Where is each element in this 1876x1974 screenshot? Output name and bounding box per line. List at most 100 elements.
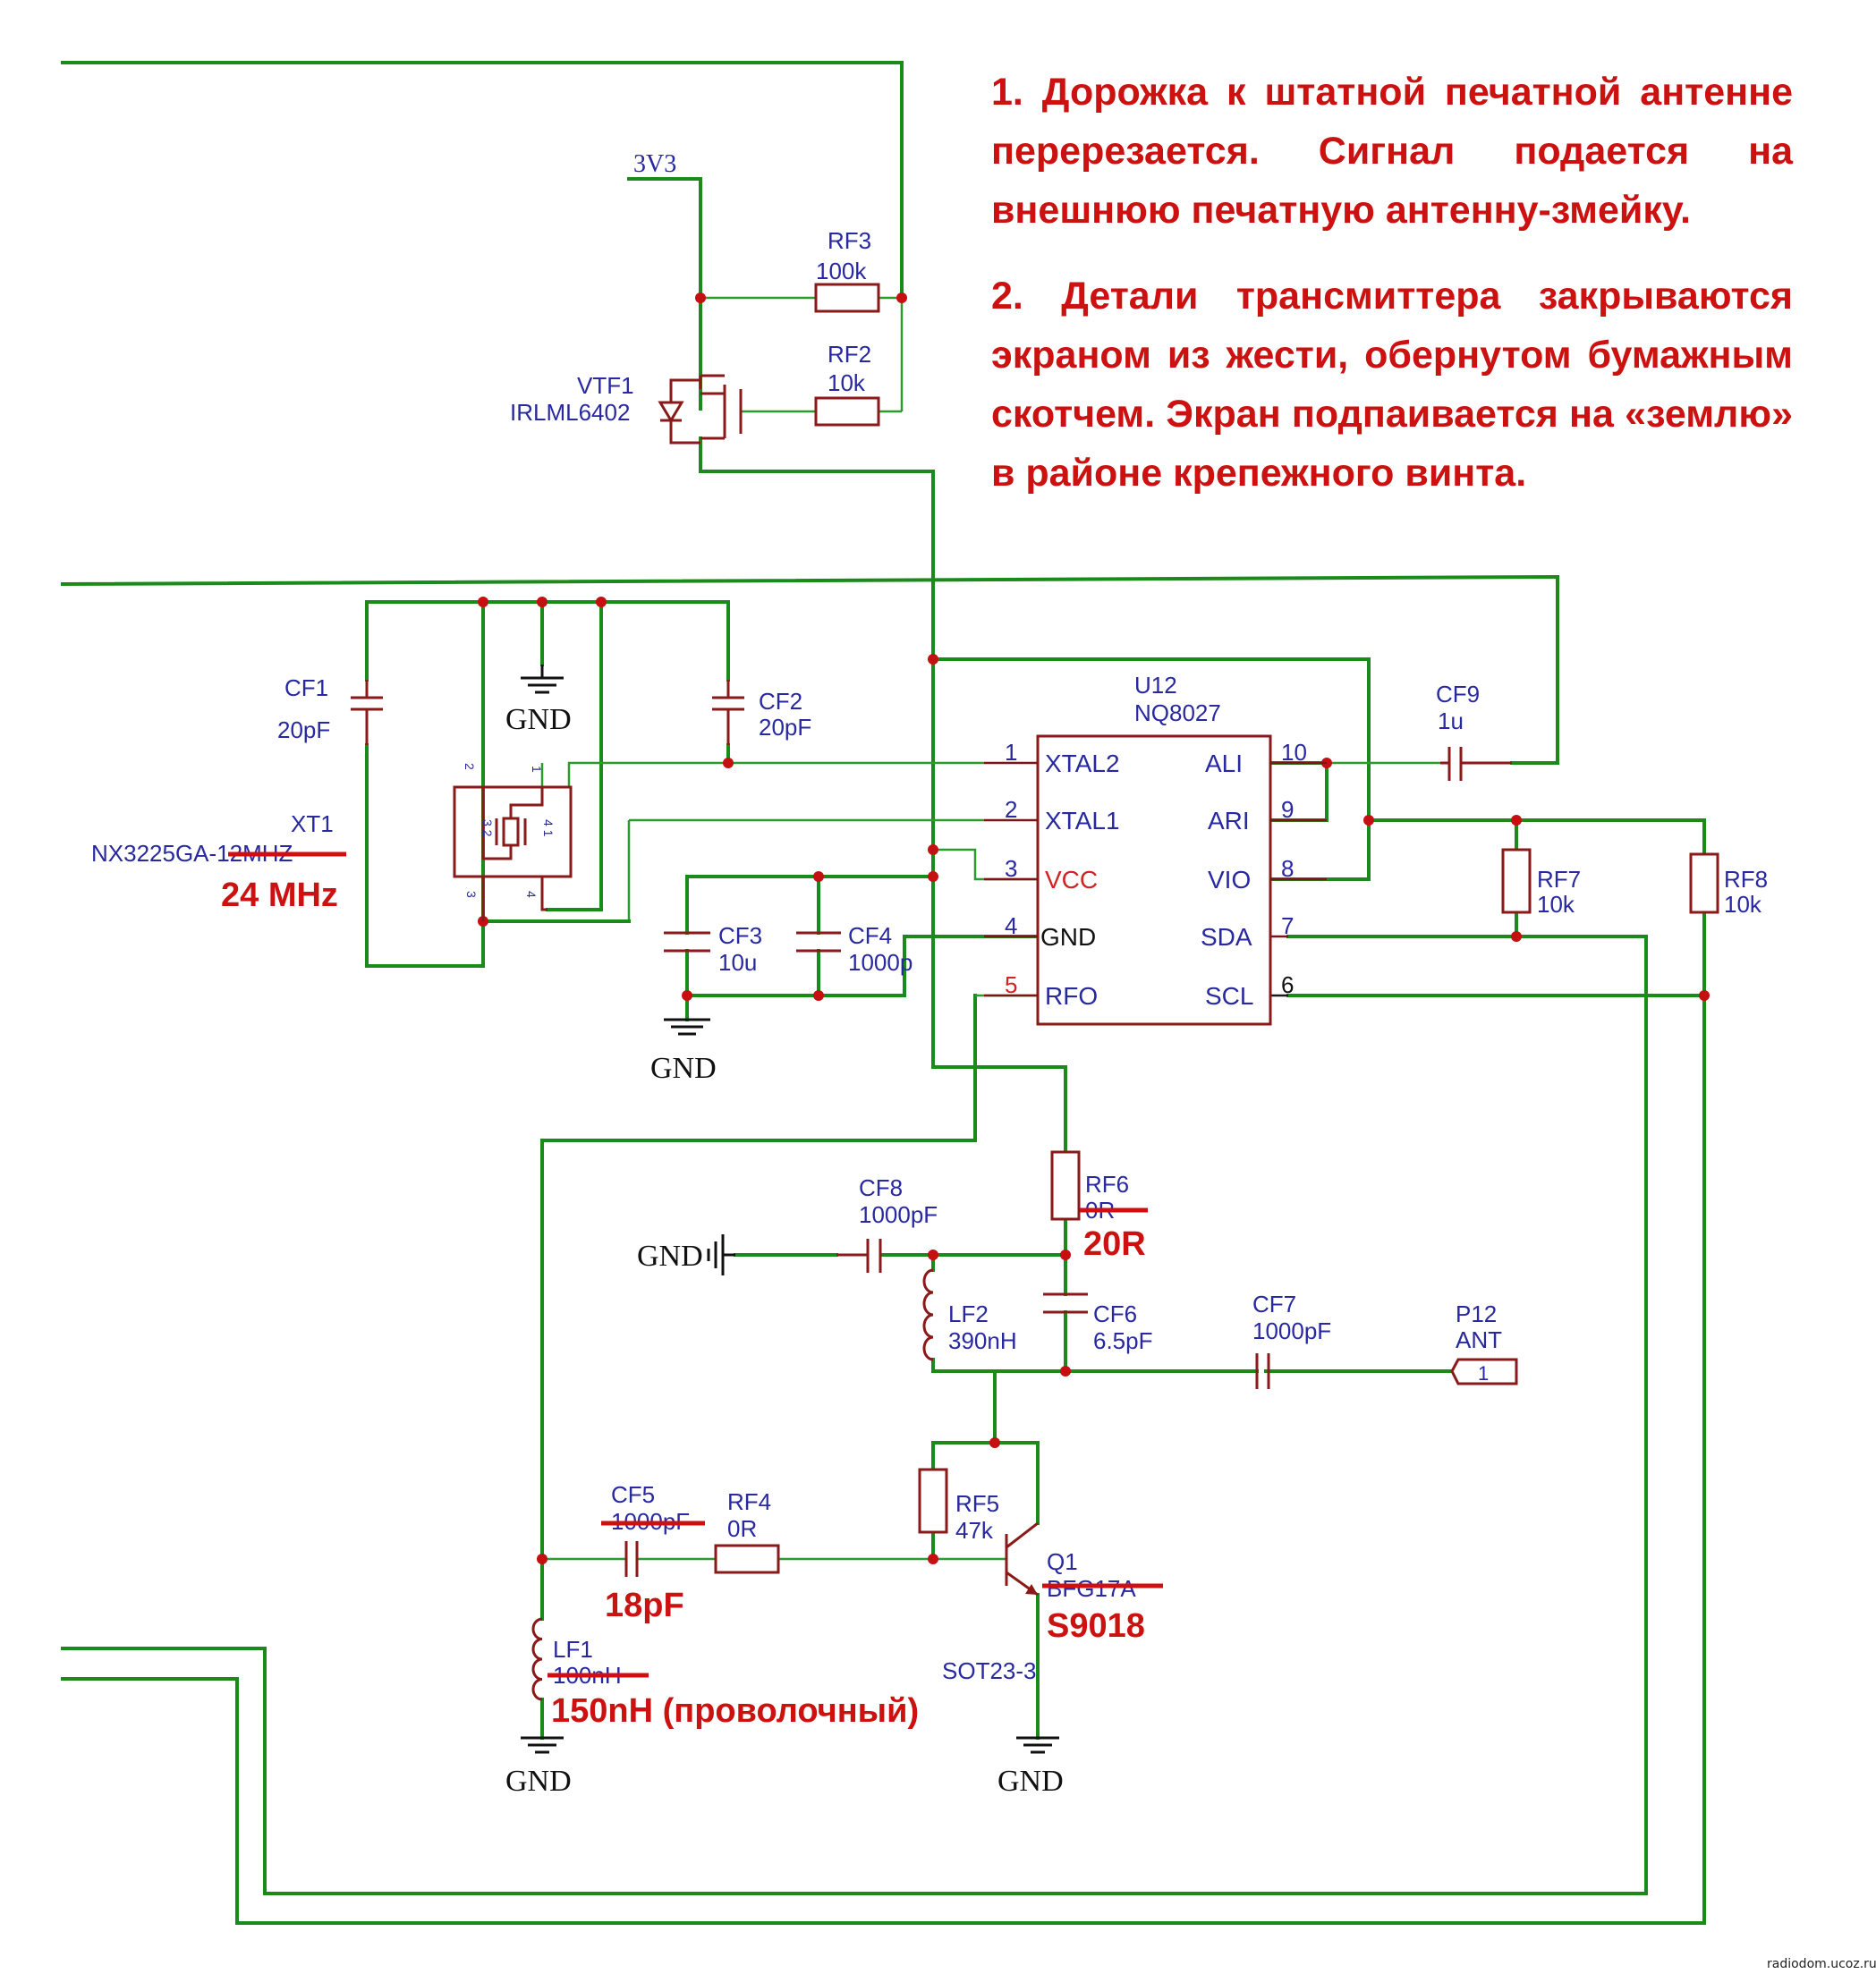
ic-pin-3-name: VCC bbox=[1045, 866, 1098, 894]
cf7-value: 1000pF bbox=[1252, 1317, 1331, 1344]
cf4-ref: CF4 bbox=[848, 922, 892, 949]
xt1-pin-d: 4 1 bbox=[541, 819, 556, 837]
lf2-value: 390nH bbox=[948, 1327, 1017, 1354]
q1-value-struck: BFG17A bbox=[1047, 1575, 1136, 1602]
cf5-ref: CF5 bbox=[611, 1481, 655, 1508]
ic-pin-5-num: 5 bbox=[1005, 971, 1017, 998]
cf9-ref: CF9 bbox=[1436, 681, 1480, 707]
resistor-rf4: RF4 0R bbox=[714, 1488, 780, 1574]
gnd-symbol-q1: GND bbox=[997, 1736, 1064, 1798]
cf9-value: 1u bbox=[1438, 707, 1464, 734]
capacitor-cf3: CF3 10u bbox=[664, 922, 762, 976]
gnd-symbol-xtal: GND bbox=[505, 665, 572, 736]
wires bbox=[60, 61, 1706, 1925]
watermark: radiodom.ucoz.ru bbox=[1767, 1957, 1876, 1971]
xt1-pin-a: 2 bbox=[463, 763, 477, 770]
ic-pin-2-num: 2 bbox=[1005, 796, 1017, 823]
p12-ref: P12 bbox=[1456, 1300, 1497, 1327]
ic-pin-6-num: 6 bbox=[1281, 971, 1294, 998]
ic-pin-10-name: ALI bbox=[1205, 750, 1243, 777]
gnd-label-lf1: GND bbox=[505, 1765, 572, 1798]
inductor-lf1: LF1 100nH 150nH (проволочный) bbox=[531, 1617, 919, 1730]
rf7-value: 10k bbox=[1537, 891, 1575, 918]
xt1-pin-b: 1 bbox=[530, 766, 544, 773]
rf4-ref: RF4 bbox=[727, 1488, 771, 1515]
inductor-lf2: LF2 390nH bbox=[922, 1268, 1017, 1361]
cf6-value: 6.5pF bbox=[1093, 1327, 1153, 1354]
cf1-ref: CF1 bbox=[284, 674, 328, 701]
crystal-xt1: 2 1 3 2 4 1 3 4 XT1 NX3225GA-12MHZ 24 MH… bbox=[91, 763, 573, 921]
note-1: 1. Дорожка к штатной печатной антенне пе… bbox=[991, 71, 1793, 232]
ic-pin-8-num: 8 bbox=[1281, 855, 1294, 882]
xt1-pin-c: 3 2 bbox=[480, 819, 495, 837]
ic-pin-3-num: 3 bbox=[1005, 855, 1017, 882]
capacitor-cf4: CF4 1000p bbox=[796, 922, 913, 976]
cf8-ref: CF8 bbox=[859, 1174, 903, 1201]
annotation-notes: 1. Дорожка к штатной печатной антенне пе… bbox=[991, 63, 1793, 530]
ic-pin-4-name: GND bbox=[1040, 923, 1096, 951]
gnd-symbol-lf1: GND bbox=[505, 1736, 572, 1798]
ic-pin-9-name: ARI bbox=[1208, 807, 1250, 835]
capacitor-cf8: CF8 1000pF bbox=[836, 1174, 938, 1273]
rf8-value: 10k bbox=[1724, 891, 1762, 918]
resistor-rf7: RF7 10k bbox=[1501, 848, 1581, 918]
gnd-symbol-cf8: GND bbox=[637, 1234, 735, 1275]
rf7-ref: RF7 bbox=[1537, 866, 1581, 893]
lf2-ref: LF2 bbox=[948, 1300, 989, 1327]
ic-pin-8-name: VIO bbox=[1208, 866, 1251, 894]
resistor-rf8: RF8 10k bbox=[1689, 852, 1768, 918]
rf3-ref: RF3 bbox=[828, 227, 871, 254]
ic-pin-5-name: RFO bbox=[1045, 982, 1098, 1010]
lf1-ref: LF1 bbox=[553, 1636, 593, 1663]
rf6-ref: RF6 bbox=[1085, 1171, 1129, 1198]
cf7-ref: CF7 bbox=[1252, 1291, 1296, 1317]
transistor-q1: Q1 BFG17A S9018 SOT23-3 bbox=[942, 1521, 1163, 1684]
rf5-ref: RF5 bbox=[955, 1490, 999, 1517]
lf1-replacement: 150nH (проволочный) bbox=[551, 1692, 919, 1730]
capacitor-cf9: CF9 1u bbox=[1436, 681, 1512, 781]
ic-pin-4-num: 4 bbox=[1005, 912, 1017, 939]
gnd-symbol-cf3: GND bbox=[650, 1018, 717, 1085]
rf3-value: 100k bbox=[816, 258, 867, 284]
rf6-replacement: 20R bbox=[1083, 1225, 1146, 1263]
cf4-value: 1000p bbox=[848, 949, 913, 976]
note-2: 2. Детали трансмиттера закрываются экран… bbox=[991, 275, 1793, 495]
xt1-pin-e: 3 bbox=[464, 891, 479, 898]
capacitor-cf2: CF2 20pF bbox=[712, 680, 811, 745]
rf4-value: 0R bbox=[727, 1515, 757, 1542]
resistor-rf5: RF5 47k bbox=[918, 1468, 999, 1544]
cf3-ref: CF3 bbox=[718, 922, 762, 949]
rf5-value: 47k bbox=[955, 1517, 994, 1544]
ic-pin-2-name: XTAL1 bbox=[1045, 807, 1120, 835]
cf3-value: 10u bbox=[718, 949, 757, 976]
vtf1-ref: VTF1 bbox=[577, 372, 634, 399]
q1-ref: Q1 bbox=[1047, 1548, 1078, 1575]
capacitor-cf5: CF5 1000pF 18pF bbox=[601, 1481, 705, 1624]
cf2-ref: CF2 bbox=[759, 688, 802, 715]
ic-u12: U12 NQ8027 1 XTAL2 2 XTAL1 3 VCC 4 GND 5… bbox=[984, 672, 1327, 1026]
ic-pin-1-num: 1 bbox=[1005, 739, 1017, 766]
p12-value: ANT bbox=[1456, 1326, 1502, 1353]
resistor-rf6: RF6 0R 20R bbox=[1050, 1150, 1148, 1263]
capacitor-cf7: CF7 1000pF bbox=[1252, 1291, 1331, 1389]
capacitor-cf6: CF6 6.5pF bbox=[1043, 1292, 1153, 1354]
xt1-value-prefix: NX3225GA- bbox=[91, 840, 216, 867]
rf8-ref: RF8 bbox=[1724, 866, 1768, 893]
cf8-value: 1000pF bbox=[859, 1201, 938, 1228]
ic-pin-1-name: XTAL2 bbox=[1045, 750, 1120, 777]
xt1-pin-f: 4 bbox=[524, 891, 539, 898]
gnd-label-cf8: GND bbox=[637, 1240, 703, 1273]
ic-pin-10-num: 10 bbox=[1281, 739, 1307, 766]
cf5-replacement: 18pF bbox=[605, 1587, 684, 1624]
p12-pin: 1 bbox=[1478, 1362, 1489, 1385]
q1-replacement: S9018 bbox=[1047, 1607, 1145, 1645]
ic-pin-7-name: SDA bbox=[1201, 923, 1252, 951]
gnd-label-q1: GND bbox=[997, 1765, 1064, 1798]
ic-pin-6-name: SCL bbox=[1205, 982, 1253, 1010]
resistor-rf3: RF3 100k bbox=[814, 227, 880, 313]
gnd-label-xtal: GND bbox=[505, 703, 572, 736]
xt1-replacement: 24 MHz bbox=[221, 877, 338, 914]
resistor-rf2: RF2 10k bbox=[814, 341, 880, 427]
rf2-ref: RF2 bbox=[828, 341, 871, 368]
